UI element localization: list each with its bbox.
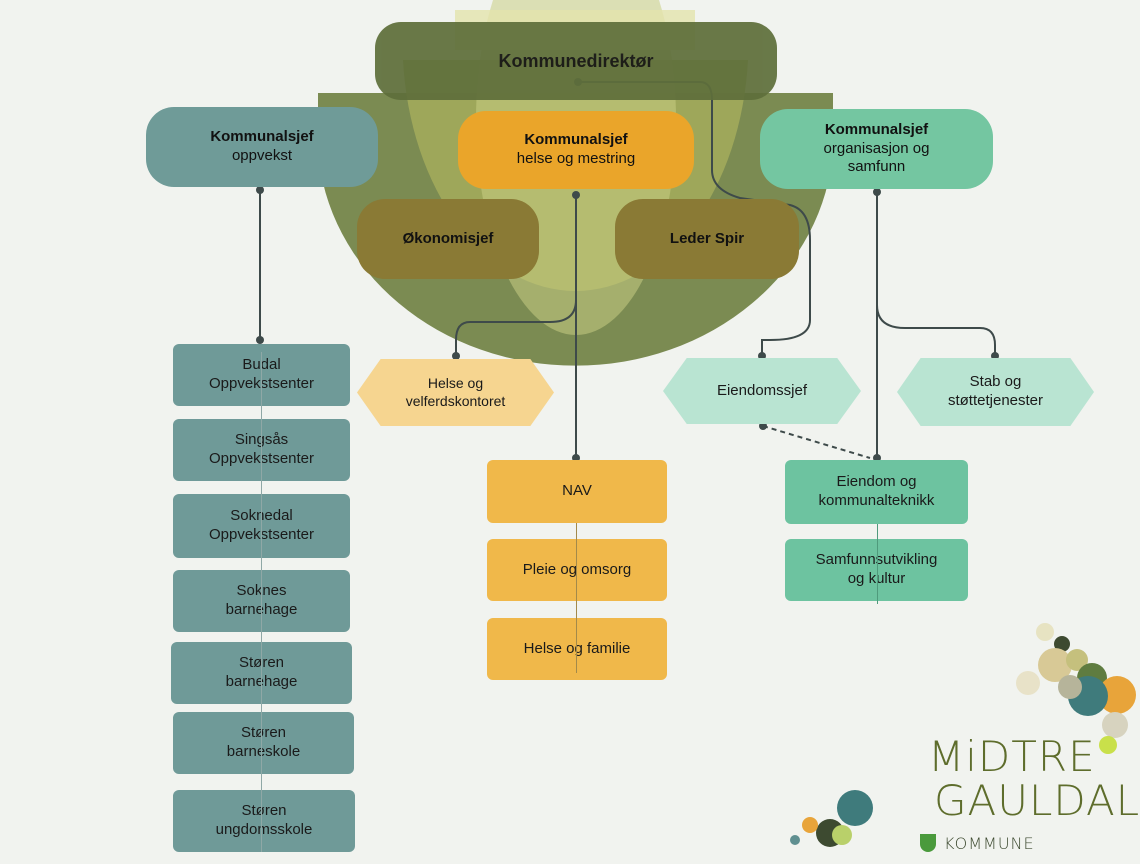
chief-helse-subtitle: helse og mestring xyxy=(516,150,636,167)
coat-of-arms-icon xyxy=(920,834,936,852)
org-unit-eiendom: Eiendom og kommunalteknikk xyxy=(785,460,968,524)
org-eiendomssjef-hex: Eiendomssjef xyxy=(663,358,861,424)
org-hex-line1: Eiendomssjef xyxy=(716,381,808,399)
staff-leder-spir-label: Leder Spir xyxy=(669,229,745,247)
logo-line3: KOMMUNE xyxy=(944,834,1035,853)
org-unit-samfunnsutvikling: Samfunnsutvikling og kultur xyxy=(785,539,968,601)
helse-unit-label: NAV xyxy=(562,482,592,500)
chief-helse-title: Kommunalsjef xyxy=(524,131,628,149)
helse-unit-label: Helse og familie xyxy=(523,639,631,657)
org-hex-line1: Stab og xyxy=(969,373,1022,391)
helse-unit-pleie: Pleie og omsorg xyxy=(487,539,667,601)
logo: MiDTRE GAULDAL KOMMUNE xyxy=(920,732,1139,862)
oppvekst-unit-line2: barneskole xyxy=(226,743,301,760)
logo-line1: MiDTRE xyxy=(928,732,1096,781)
chief-org-subtitle-line2: samfunn xyxy=(847,158,906,176)
org-unit-line2: kommunalteknikk xyxy=(818,492,935,509)
decorative-balls xyxy=(790,623,1136,847)
oppvekst-unit-storen-ungdomsskole: Støren ungdomsskole xyxy=(173,790,355,852)
chief-oppvekst-title: Kommunalsjef xyxy=(210,128,314,146)
helse-unit-nav: NAV xyxy=(487,460,667,523)
oppvekst-unit-line1: Støren xyxy=(240,724,286,742)
chief-helse-node: Kommunalsjef helse og mestring xyxy=(458,111,694,189)
chief-oppvekst-node: Kommunalsjef oppvekst xyxy=(146,107,378,187)
helse-column-line xyxy=(576,523,577,673)
director-node: Kommunedirektør xyxy=(375,22,777,100)
helse-unit-familie: Helse og familie xyxy=(487,618,667,680)
chief-org-subtitle-line1: organisasjon og xyxy=(823,139,930,157)
helse-unit-label: Pleie og omsorg xyxy=(522,560,632,578)
oppvekst-unit-storen-barneskole: Støren barneskole xyxy=(173,712,354,774)
logo-line2: GAULDAL xyxy=(934,776,1140,825)
chief-oppvekst-subtitle: oppvekst xyxy=(231,147,293,164)
dashed-connector xyxy=(762,425,871,459)
chief-org-node: Kommunalsjef organisasjon og samfunn xyxy=(760,109,993,189)
staff-leder-spir-node: Leder Spir xyxy=(615,199,799,279)
connector-org-stab xyxy=(876,304,996,356)
staff-okonomisjef-label: Økonomisjef xyxy=(402,229,494,247)
org-column-line xyxy=(877,524,878,604)
org-hex-line2: støttetjenester xyxy=(947,392,1044,409)
oppvekst-column-line xyxy=(261,352,262,852)
staff-okonomisjef-node: Økonomisjef xyxy=(357,199,539,279)
helse-velferd-line1: Helse og xyxy=(427,375,484,391)
oppvekst-unit-line1: Støren xyxy=(241,802,287,820)
org-unit-line1: Samfunnsutvikling xyxy=(816,551,938,570)
chief-org-title: Kommunalsjef xyxy=(824,120,929,138)
org-unit-line2: og kultur xyxy=(847,570,906,587)
oppvekst-unit-line2: ungdomsskole xyxy=(215,821,313,838)
helse-velferd-hex: Helse og velferdskontoret xyxy=(357,359,554,426)
connector-helse-office xyxy=(455,299,577,356)
org-unit-line1: Eiendom og xyxy=(836,473,917,491)
org-stab-hex: Stab og støttetjenester xyxy=(897,358,1094,426)
director-label: Kommunedirektør xyxy=(498,50,654,71)
helse-velferd-line2: velferdskontoret xyxy=(405,392,506,409)
